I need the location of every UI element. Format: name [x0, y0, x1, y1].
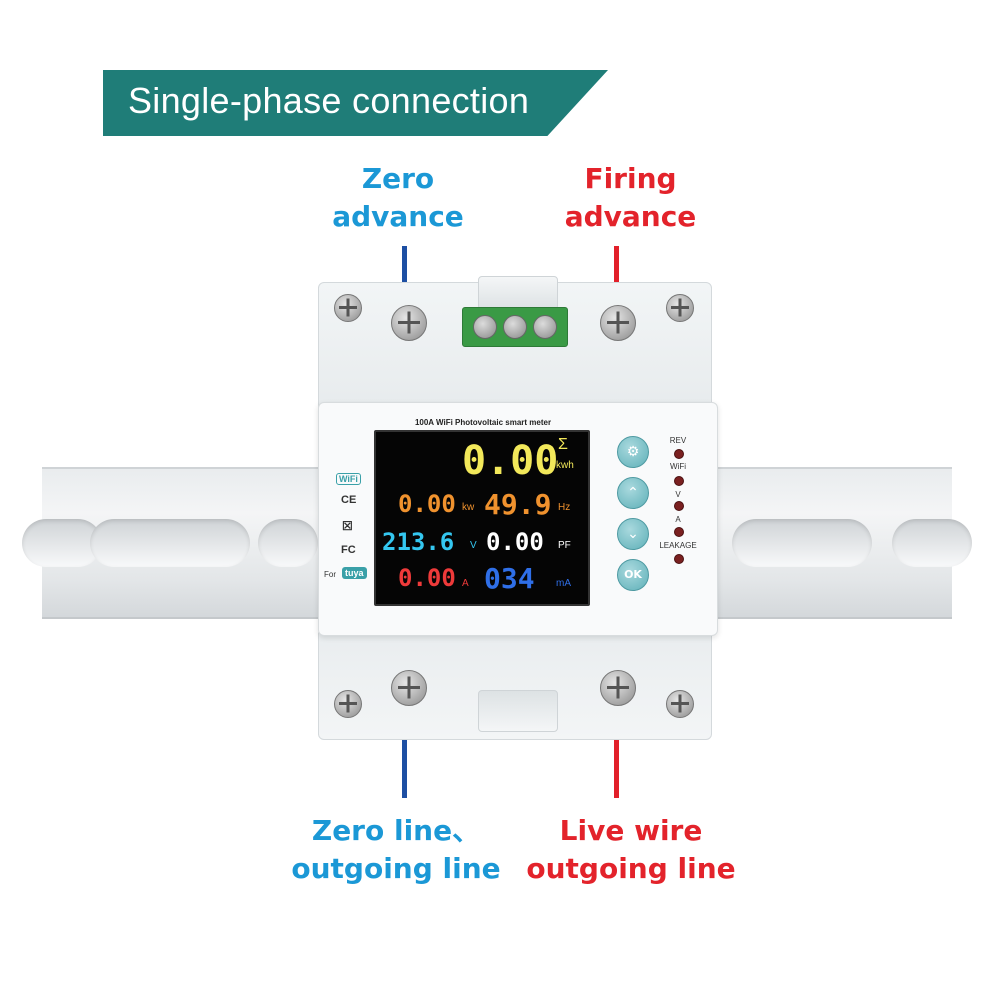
terminal-screw: [503, 315, 527, 339]
led-label-leakage: LEAKAGE: [659, 541, 697, 550]
output-live-screw[interactable]: [600, 670, 636, 706]
label-line: Zero line、: [311, 814, 481, 847]
current-value: 0.00: [398, 564, 456, 592]
zero-wire-bottom: [402, 732, 407, 798]
label-line: Live wire: [559, 814, 703, 847]
banner-title: Single-phase connection: [128, 80, 530, 121]
for-text: For: [324, 570, 336, 579]
down-button[interactable]: ⌄: [617, 518, 649, 550]
rail-slot: [22, 519, 102, 567]
label-line: Firing: [584, 162, 677, 195]
input-live-screw[interactable]: [600, 305, 636, 341]
voltage-led: [674, 501, 684, 511]
output-neutral-screw[interactable]: [391, 670, 427, 706]
label-line: Zero: [361, 162, 435, 195]
leakage-led: [674, 554, 684, 564]
terminal-screw: [473, 315, 497, 339]
housing-screw: [334, 294, 362, 322]
label-live-wire-outgoing: Live wire outgoing line: [512, 812, 750, 888]
tuya-badge: tuya: [342, 567, 367, 579]
terminal-screw: [533, 315, 557, 339]
lcd-display: 0.00 Σ kwh 0.00 kw 49.9 Hz 213.6 V 0.00 …: [374, 430, 590, 606]
voltage-unit: V: [470, 540, 477, 551]
led-label-a: A: [675, 515, 681, 524]
up-button[interactable]: ⌃: [617, 477, 649, 509]
rail-slot: [258, 519, 318, 567]
ok-button[interactable]: OK: [617, 559, 649, 591]
zero-wire-top: [402, 246, 407, 290]
leakage-value: 034: [484, 562, 535, 595]
label-line: advance: [564, 200, 697, 233]
label-line: advance: [332, 200, 464, 233]
wifi-led: [674, 476, 684, 486]
led-label-rev: REV: [669, 436, 687, 445]
fc-mark: FC: [341, 544, 356, 556]
title-banner: [103, 70, 608, 136]
energy-value: 0.00: [462, 438, 559, 484]
leakage-unit: mA: [556, 578, 571, 589]
led-label-v: V: [675, 490, 681, 499]
label-zero-advance: Zero advance: [318, 160, 478, 236]
signal-terminal: [462, 307, 568, 347]
label-line: outgoing line: [526, 852, 736, 885]
label-zero-line-outgoing: Zero line、 outgoing line: [276, 812, 516, 888]
housing-screw: [666, 690, 694, 718]
model-label: 100A WiFi Photovoltaic smart meter: [414, 418, 552, 427]
rail-slot: [90, 519, 250, 567]
power-value: 0.00: [398, 490, 456, 518]
frequency-value: 49.9: [484, 488, 552, 521]
led-label-wifi: WiFi: [670, 462, 686, 471]
power-factor-value: 0.00: [486, 528, 544, 556]
energy-unit: kwh: [556, 460, 574, 471]
input-neutral-screw[interactable]: [391, 305, 427, 341]
bottom-clip: [478, 690, 558, 732]
live-wire-top: [614, 246, 619, 290]
rev-led: [674, 449, 684, 459]
housing-screw: [666, 294, 694, 322]
sigma-symbol: Σ: [558, 436, 568, 453]
current-led: [674, 527, 684, 537]
rail-slot: [892, 519, 972, 567]
label-firing-advance: Firing advance: [548, 160, 713, 236]
power-factor-unit: PF: [558, 540, 571, 551]
top-clip: [478, 276, 558, 310]
settings-button[interactable]: ⚙: [617, 436, 649, 468]
weee-icon: ☒: [342, 519, 353, 533]
wifi-badge: WiFi: [336, 473, 361, 485]
frequency-unit: Hz: [558, 502, 571, 513]
rail-slot: [732, 519, 872, 567]
ce-mark: CE: [341, 494, 357, 506]
current-unit: A: [462, 578, 469, 589]
live-wire-bottom: [614, 732, 619, 798]
power-unit: kw: [462, 502, 475, 513]
voltage-value: 213.6: [382, 528, 455, 556]
housing-screw: [334, 690, 362, 718]
label-line: outgoing line: [291, 852, 501, 885]
